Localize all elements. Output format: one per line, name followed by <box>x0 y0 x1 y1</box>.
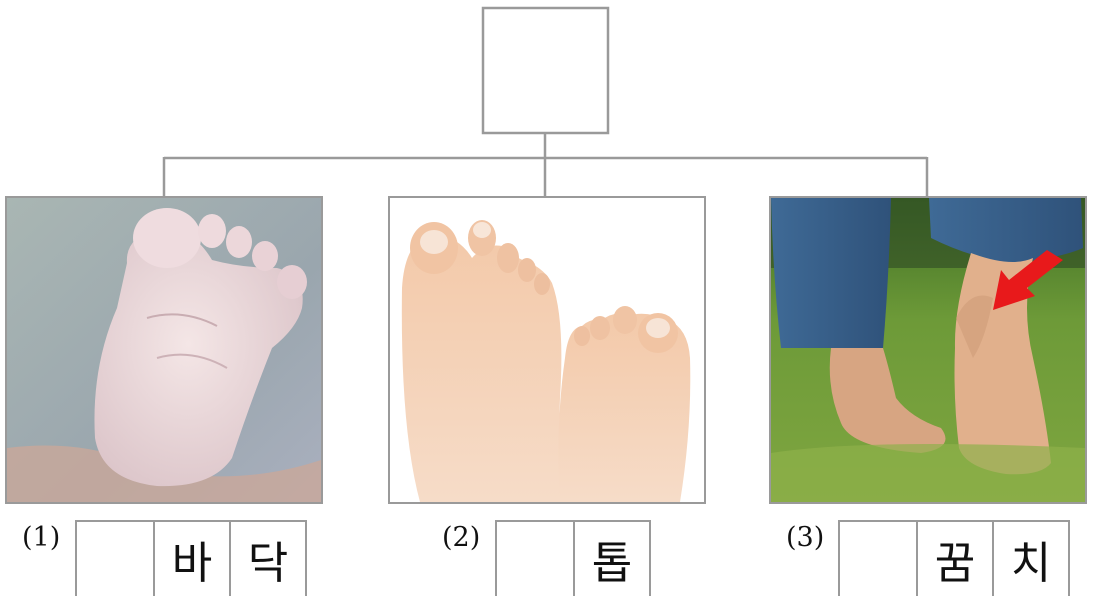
item-2-blank-cell[interactable] <box>497 522 573 596</box>
item-3-number: (3) <box>786 522 825 553</box>
item-2-cell-2: 톱 <box>573 522 649 596</box>
item-3-cell-2: 꿈 <box>916 522 992 596</box>
item-3-blank-cell[interactable] <box>840 522 916 596</box>
item-1-blank-cell[interactable] <box>77 522 153 596</box>
item-2-number: (2) <box>442 522 481 553</box>
baby-foot-sole-photo <box>5 196 323 504</box>
item-1-cell-3: 닥 <box>229 522 305 596</box>
item-1-word-cells: 바 닥 <box>75 520 307 596</box>
item-3-word-cells: 꿈 치 <box>838 520 1070 596</box>
red-arrow-icon <box>993 250 1063 310</box>
item-2-word-cells: 톱 <box>495 520 651 596</box>
tree-diagram <box>162 6 929 197</box>
item-1-cell-2: 바 <box>153 522 229 596</box>
item-3-cell-3: 치 <box>992 522 1068 596</box>
item-1-number: (1) <box>22 522 61 553</box>
root-box[interactable] <box>481 6 610 135</box>
toes-photo <box>388 196 706 504</box>
heel-with-red-arrow-photo <box>769 196 1087 504</box>
